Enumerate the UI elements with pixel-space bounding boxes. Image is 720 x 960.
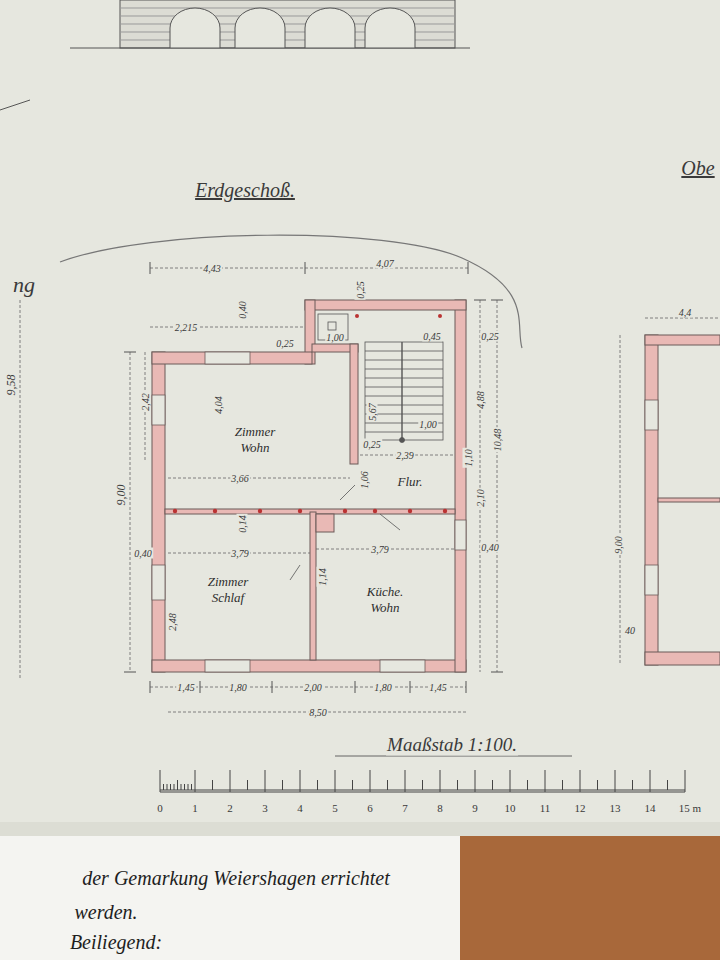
dimension-text: 9,00 <box>613 535 624 555</box>
dimension-text: 1,10 <box>463 448 474 468</box>
pencil-mark <box>0 100 30 110</box>
room-name: Wohn <box>235 440 275 456</box>
dimension-text: 4,43 <box>202 263 222 274</box>
dimension-text: 1,00 <box>325 332 345 343</box>
dimension-text: 3,79 <box>230 548 250 559</box>
scale-number: 12 <box>574 802 587 814</box>
pencil-curve <box>60 235 522 348</box>
dimension-text: 4,07 <box>375 258 395 269</box>
elevation-sketch <box>70 0 470 48</box>
staircase <box>318 314 443 443</box>
dimension-text: 1,14 <box>317 567 328 587</box>
handwritten-note: Beiliegend: <box>69 931 163 953</box>
room-label: Küche.Wohn <box>363 582 407 617</box>
dimension-text: 9,58 <box>5 374 18 397</box>
scale-number: 4 <box>296 802 304 814</box>
dimension-text: 1,45 <box>176 682 196 693</box>
dimension-text: 2,39 <box>395 450 415 461</box>
dimension-text: 40 <box>624 625 636 636</box>
door-swings <box>290 485 400 580</box>
handwritten-note: der Gemarkung Weiershagen errichtet <box>81 867 391 889</box>
walls <box>152 300 720 672</box>
dimension-text: 0,25 <box>362 439 382 450</box>
dimension-text: 9,00 <box>115 484 128 507</box>
letter-sheet <box>0 836 460 960</box>
scale-number: 9 <box>471 802 479 814</box>
handwritten-note: ng <box>12 273 36 297</box>
scale-number: 13 <box>609 802 622 814</box>
scale-number: 2 <box>226 802 234 814</box>
plan-title: Erdgeschoß. <box>195 179 295 202</box>
room-label: Flur. <box>394 472 427 492</box>
dimension-text: 2,10 <box>475 488 486 508</box>
scale-bar <box>160 756 685 792</box>
dimension-text: 0,25 <box>480 331 500 342</box>
room-name: Schlaf <box>208 590 248 606</box>
scale-number: 1 <box>191 802 199 814</box>
room-name: Zimmer <box>208 574 248 590</box>
dimension-lines <box>20 268 720 712</box>
dimension-text: 0,40 <box>133 548 153 559</box>
dimension-text: 3,66 <box>230 473 250 484</box>
dimension-text: 1,45 <box>428 682 448 693</box>
room-name: Zimmer <box>235 424 275 440</box>
scale-number: 5 <box>331 802 339 814</box>
room-name: Wohn <box>367 600 403 616</box>
dimension-text: 0,45 <box>422 331 442 342</box>
scale-number: 10 <box>504 802 517 814</box>
dimension-text: 2,00 <box>303 682 323 693</box>
dimension-text: 2,42 <box>140 392 151 412</box>
partition-dots <box>173 314 447 513</box>
dimension-text: 2,48 <box>167 612 178 632</box>
scale-number: 7 <box>401 802 409 814</box>
dimension-text: 0,40 <box>237 300 248 320</box>
room-name: Küche. <box>367 584 403 600</box>
dimension-text: 4,4 <box>678 307 693 318</box>
dimension-text: 2,215 <box>174 322 199 333</box>
scale-number: 14 <box>644 802 657 814</box>
dimension-text: 4,04 <box>213 395 224 415</box>
dimension-ticks <box>124 262 503 693</box>
scale-number: 8 <box>436 802 444 814</box>
room-label: ZimmerWohn <box>231 422 279 457</box>
scale-number: 11 <box>539 802 552 814</box>
scale-number: 6 <box>366 802 374 814</box>
dimension-text: 3,79 <box>370 544 390 555</box>
scale-number: 15 m <box>678 802 702 814</box>
sheet-edge <box>0 822 720 836</box>
dimension-text: Obe <box>680 157 715 179</box>
dimension-text: 0,25 <box>275 338 295 349</box>
room-label: ZimmerSchlaf <box>204 572 252 607</box>
scale-number: 3 <box>261 802 269 814</box>
dimension-text: 0,40 <box>480 542 500 553</box>
dimension-text: 4,88 <box>475 390 486 410</box>
dimension-text: 1,00 <box>418 419 438 430</box>
dimension-text: 1,80 <box>228 682 248 693</box>
scale-caption: Maaßstab 1:100. <box>386 735 518 756</box>
dimension-text: 8,50 <box>308 707 328 718</box>
table-surface <box>0 832 720 960</box>
dimension-text: 1,06 <box>359 470 370 490</box>
scale-number: 0 <box>156 802 164 814</box>
dimension-text: 5,67 <box>367 402 378 422</box>
dimension-text: 10,48 <box>492 428 503 453</box>
dimension-text: 1,80 <box>373 682 393 693</box>
handwritten-note: werden. <box>73 901 138 923</box>
dimension-text: 0,25 <box>355 280 366 300</box>
room-name: Flur. <box>398 474 423 490</box>
dimension-text: 0,14 <box>237 514 248 534</box>
windows <box>152 352 658 672</box>
